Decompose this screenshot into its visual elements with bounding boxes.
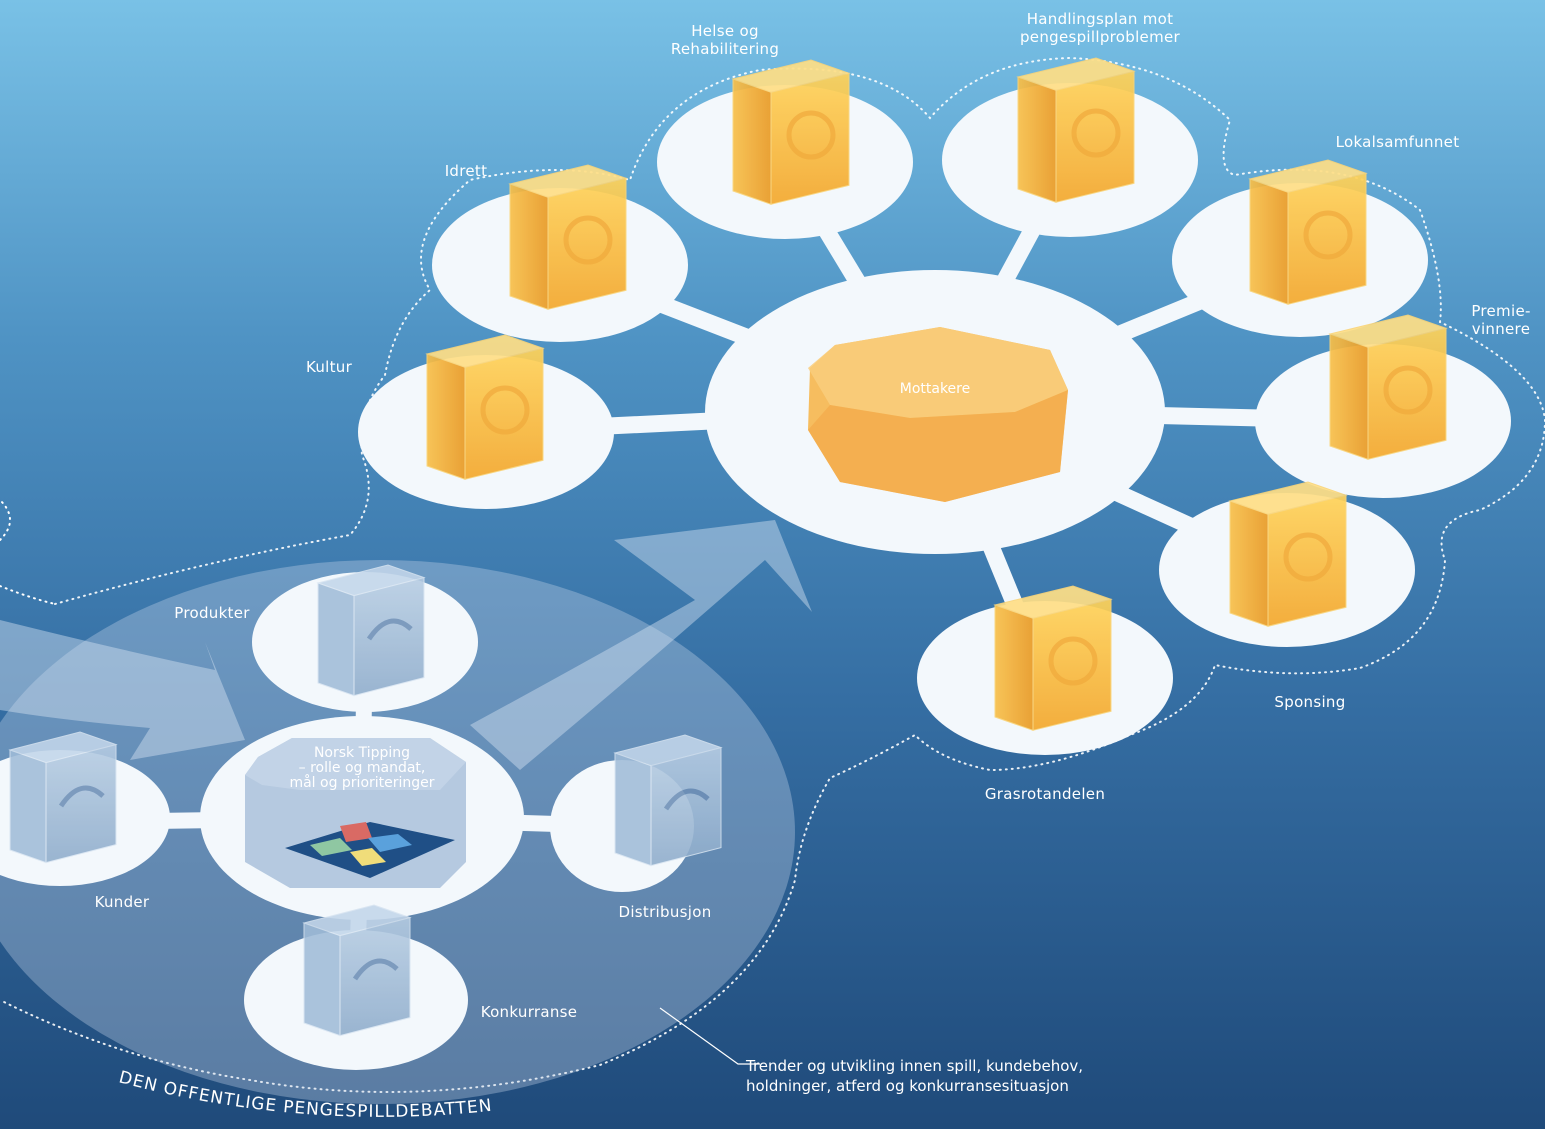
label-helse: Helse og Rehabilitering — [670, 22, 780, 58]
norsk-tipping-prism — [245, 738, 466, 888]
grass-icon — [993, 585, 1113, 732]
distribution-arrows-icon — [613, 734, 723, 867]
label-lokalsamfunnet: Lokalsamfunnet — [1335, 133, 1460, 151]
theatre-mask-icon — [425, 334, 545, 481]
norsk-tipping-label: Norsk Tipping – rolle og mandat, mål og … — [289, 745, 435, 791]
label-handlingsplan: Handlingsplan mot pengespillproblemer — [1019, 10, 1180, 46]
football-icon — [508, 164, 628, 311]
customer-icon — [8, 731, 118, 864]
center-label: Mottakere — [899, 381, 971, 397]
trends-note: Trender og utvikling innen spill, kundeb… — [746, 1057, 1084, 1095]
lottery-ticket-icon — [316, 564, 426, 697]
houses-icon — [1248, 159, 1368, 306]
receivers-dotted-outline — [0, 56, 1545, 1093]
left-dotted-edge-2 — [0, 585, 56, 605]
outgoing-arrow — [470, 520, 812, 770]
left-dotted-edge — [0, 499, 11, 541]
label-kultur: Kultur — [305, 358, 353, 376]
label-premievinnere: Premie- vinnere — [1471, 302, 1531, 338]
label-idrett: Idrett — [444, 162, 488, 180]
label-kunder: Kunder — [94, 893, 150, 911]
hand-dice-icon — [1016, 57, 1136, 204]
label-distribusjon: Distribusjon — [618, 903, 712, 921]
incoming-arrow — [0, 620, 245, 760]
trends-pointer-line — [659, 1007, 760, 1065]
label-sponsing: Sponsing — [1274, 693, 1346, 711]
crutch-icon — [731, 59, 851, 206]
dollar-icon — [1228, 481, 1348, 628]
center-prism — [808, 327, 1068, 502]
label-konkurranse: Konkurranse — [480, 1003, 578, 1021]
spade-card-icon — [302, 904, 412, 1037]
label-grasrotandelen: Grasrotandelen — [984, 785, 1106, 803]
coin-icon — [1328, 314, 1448, 461]
label-produkter: Produkter — [174, 604, 250, 622]
